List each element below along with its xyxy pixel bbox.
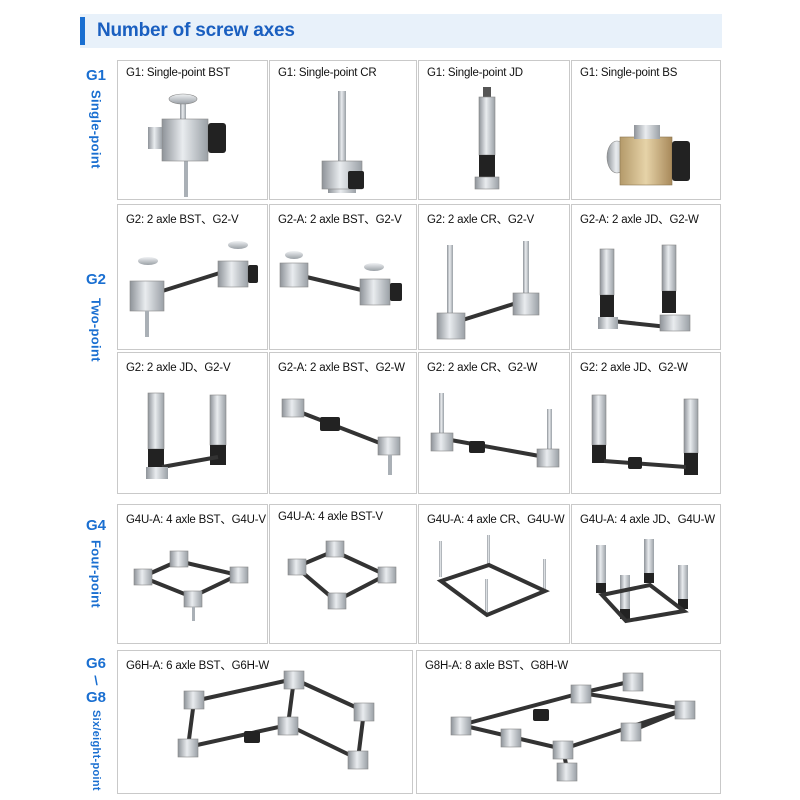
product-cell-g2-r2-1[interactable]: G2: 2 axle JD、G2-V: [117, 352, 268, 494]
group-label-g4: G4 Four-point: [85, 517, 106, 608]
product-cell-g4-4[interactable]: G4U-A: 4 axle JD、G4U-W: [571, 504, 721, 644]
four-actuator-system-image: [596, 539, 689, 624]
two-jack-system-image: [281, 398, 401, 475]
product-cell-g6[interactable]: G6H-A: 6 axle BST、G6H-W: [117, 650, 413, 794]
four-jack-system-image: [287, 540, 397, 610]
two-actuator-system-image: [146, 392, 227, 479]
product-cell-g1-bst[interactable]: G1: Single-point BST: [117, 60, 268, 200]
four-jack-system-image: [133, 550, 249, 621]
product-cell-g2-r2-3[interactable]: G2: 2 axle CR、G2-W: [418, 352, 570, 494]
eight-jack-system-image: [450, 672, 696, 782]
product-cell-g2-r1-4[interactable]: G2-A: 2 axle JD、G2-W: [571, 204, 721, 350]
actuator-image: [474, 87, 500, 190]
two-jack-system-image: [129, 241, 258, 337]
group-label-g1: G1 Single-point: [85, 67, 106, 169]
two-jack-system-image: [279, 251, 402, 306]
screw-jack-image: [148, 93, 226, 197]
screw-jack-image: [321, 91, 364, 193]
six-jack-system-image: [177, 670, 375, 770]
two-actuator-system-image: [591, 394, 699, 475]
product-cell-g2-r2-2[interactable]: G2-A: 2 axle BST、G2-W: [269, 352, 417, 494]
product-cell-g2-r1-1[interactable]: G2: 2 axle BST、G2-V: [117, 204, 268, 350]
product-cell-g4-3[interactable]: G4U-A: 4 axle CR、G4U-W: [418, 504, 570, 644]
gearbox-image: [606, 125, 690, 186]
two-actuator-system-image: [598, 244, 691, 332]
header-accent-bar: [80, 17, 85, 45]
product-cell-g1-jd[interactable]: G1: Single-point JD: [418, 60, 570, 200]
product-cell-g2-r1-3[interactable]: G2: 2 axle CR、G2-V: [418, 204, 570, 350]
two-jack-system-image: [430, 393, 560, 468]
product-cell-g2-r1-2[interactable]: G2-A: 2 axle BST、G2-V: [269, 204, 417, 350]
product-cell-g1-cr[interactable]: G1: Single-point CR: [269, 60, 417, 200]
product-cell-g4-2[interactable]: G4U-A: 4 axle BST-V: [269, 504, 417, 644]
product-cell-g4-1[interactable]: G4U-A: 4 axle BST、G4U-V: [117, 504, 268, 644]
group-label-g2: G2 Two-point: [85, 271, 106, 362]
group-label-g6-g8: G6 \ G8 Six/eight-point: [85, 655, 106, 791]
two-jack-system-image: [436, 241, 540, 340]
four-jack-system-image: [436, 535, 550, 618]
product-cell-g2-r2-4[interactable]: G2: 2 axle JD、G2-W: [571, 352, 721, 494]
section-header: Number of screw axes: [80, 14, 722, 48]
product-cell-g8[interactable]: G8H-A: 8 axle BST、G8H-W: [416, 650, 721, 794]
page-title: Number of screw axes: [97, 20, 295, 41]
product-cell-g1-bs[interactable]: G1: Single-point BS: [571, 60, 721, 200]
